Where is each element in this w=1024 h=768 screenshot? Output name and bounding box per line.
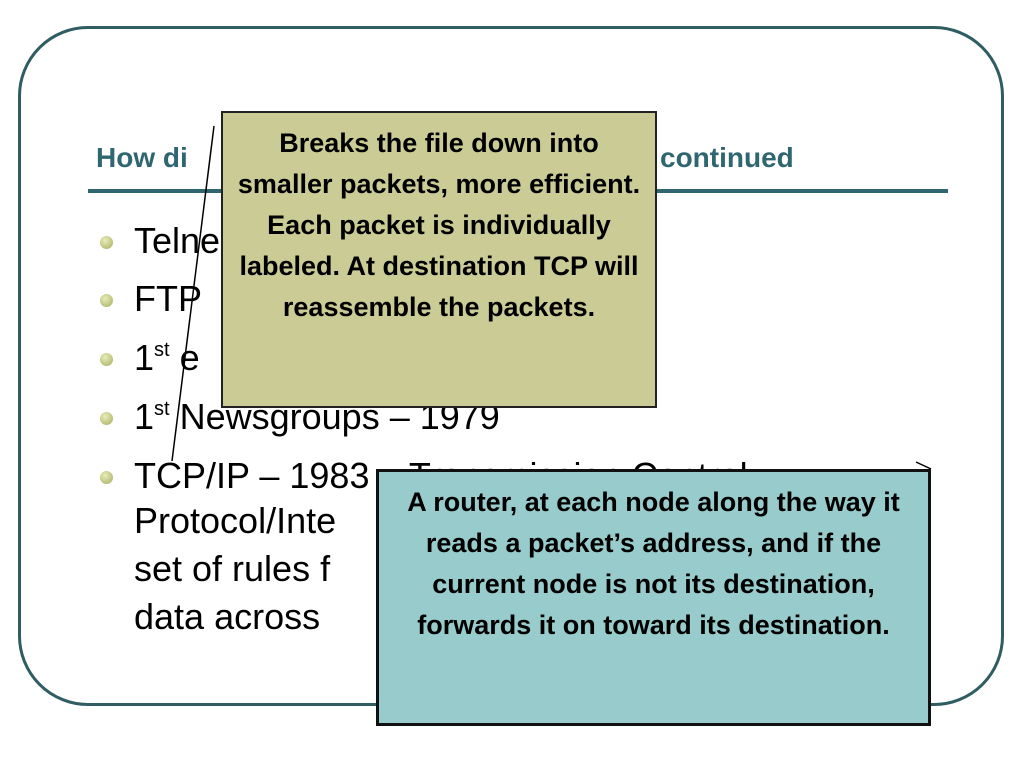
slide-title-left: How di (96, 142, 188, 173)
bullet-item-2: FTP (134, 278, 202, 319)
bullet-icon (100, 236, 113, 249)
bullet-icon (100, 294, 113, 307)
tcp-callout-box: Breaks the file down into smaller packet… (221, 111, 657, 408)
bullet-icon (100, 471, 113, 484)
bullet-icon (100, 353, 113, 366)
bullet-item-5-line-2: Protocol/Inte (134, 500, 337, 541)
bullet-item-5-line-4: data across (134, 596, 321, 637)
slide-title-right: continued (660, 142, 794, 173)
router-callout-box: A router, at each node along the way it … (376, 469, 931, 726)
bullet-icon (100, 412, 113, 425)
bullet-item-3: 1st e (134, 337, 200, 378)
bullet-item-5-line-3: set of rules f (134, 548, 331, 589)
bullet-item-1: Telne (134, 220, 221, 261)
